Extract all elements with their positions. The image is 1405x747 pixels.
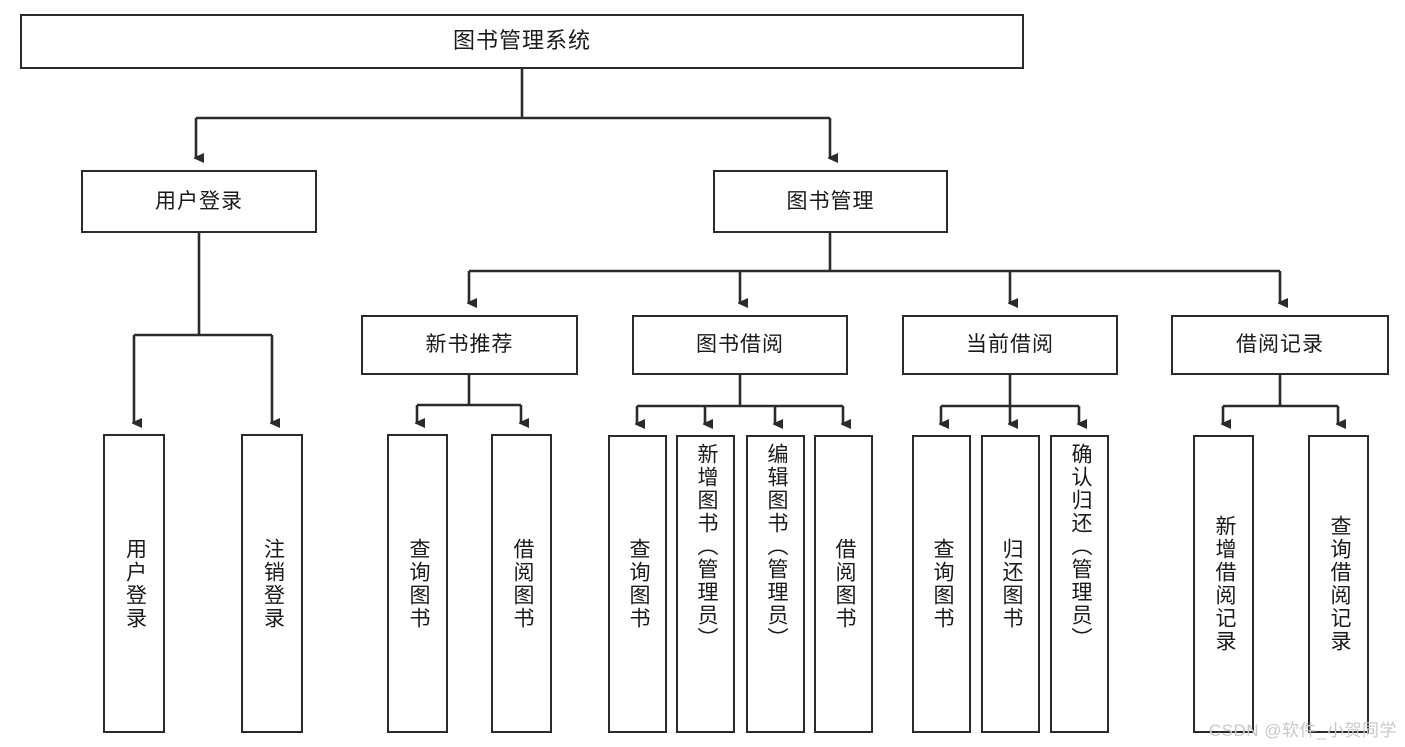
node-label: 借阅记录: [1236, 333, 1324, 357]
node-new-book-recommend[interactable]: 新书推荐: [361, 315, 578, 375]
node-book-borrow[interactable]: 图书借阅: [632, 315, 848, 375]
node-label: 归还图书: [999, 538, 1023, 630]
node-label: 新增借阅记录: [1212, 515, 1236, 653]
leaf-book-borrow-borrow[interactable]: 借阅图书: [814, 435, 873, 733]
leaf-book-borrow-edit[interactable]: 编辑图书（管理员）: [746, 435, 805, 733]
node-label: 图书借阅: [696, 333, 784, 357]
leaf-current-borrow-return[interactable]: 归还图书: [981, 435, 1040, 733]
node-label: 查询图书: [406, 537, 430, 630]
leaf-book-borrow-add[interactable]: 新增图书（管理员）: [676, 435, 735, 733]
leaf-book-borrow-query[interactable]: 查询图书: [608, 435, 667, 733]
node-label: 查询图书: [626, 538, 650, 630]
node-label: 图书管理: [786, 189, 875, 213]
node-borrow-record[interactable]: 借阅记录: [1171, 315, 1389, 375]
node-label: 用户登录: [123, 537, 147, 630]
node-label: 确认归还（管理员）: [1068, 443, 1092, 650]
node-label: 借阅图书: [832, 538, 856, 630]
leaf-borrow-record-query[interactable]: 查询借阅记录: [1308, 435, 1369, 733]
node-label: 图书管理系统: [452, 28, 591, 54]
leaf-current-borrow-confirm[interactable]: 确认归还（管理员）: [1050, 435, 1109, 733]
leaf-borrow-record-add[interactable]: 新增借阅记录: [1193, 435, 1254, 733]
node-label: 编辑图书（管理员）: [764, 443, 788, 650]
node-label: 注销登录: [261, 537, 285, 630]
node-book-management[interactable]: 图书管理: [713, 170, 948, 233]
node-user-login[interactable]: 用户登录: [81, 170, 317, 233]
node-current-borrow[interactable]: 当前借阅: [902, 315, 1118, 375]
leaf-new-book-borrow[interactable]: 借阅图书: [491, 434, 552, 733]
leaf-current-borrow-query[interactable]: 查询图书: [912, 435, 971, 733]
leaf-user-login-logout[interactable]: 注销登录: [241, 434, 303, 733]
node-root-system[interactable]: 图书管理系统: [20, 14, 1024, 69]
node-label: 用户登录: [155, 189, 243, 213]
node-label: 查询图书: [930, 538, 954, 630]
node-label: 新书推荐: [425, 333, 514, 357]
node-label: 当前借阅: [966, 333, 1054, 357]
leaf-new-book-query[interactable]: 查询图书: [387, 434, 448, 733]
node-label: 新增图书（管理员）: [694, 443, 718, 650]
leaf-user-login-login[interactable]: 用户登录: [103, 434, 165, 733]
node-label: 查询借阅记录: [1327, 515, 1351, 653]
node-label: 借阅图书: [510, 537, 534, 630]
